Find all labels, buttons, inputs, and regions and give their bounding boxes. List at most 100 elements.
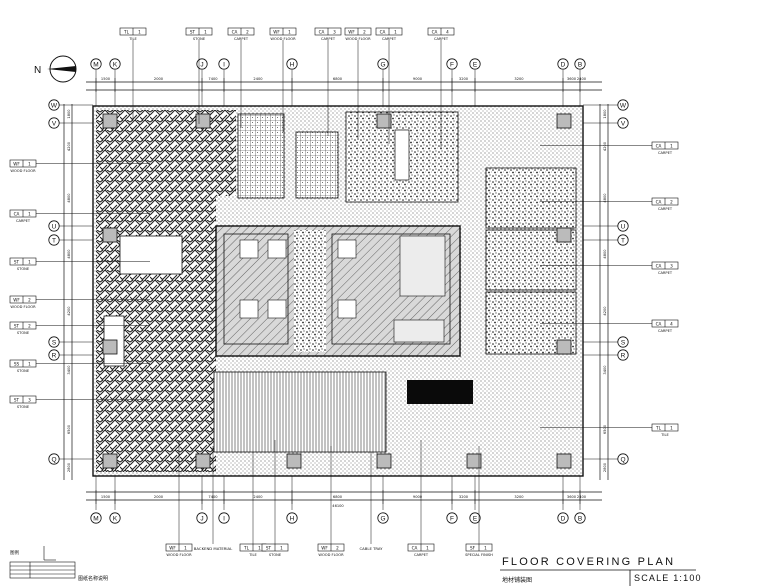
- svg-text:WF: WF: [273, 29, 280, 34]
- grid-bubble-bottom: G: [377, 512, 389, 524]
- svg-text:D: D: [561, 515, 566, 522]
- grid-bubble-left: Q: [48, 453, 60, 465]
- svg-text:STONE: STONE: [17, 267, 30, 271]
- grid-bubble-top: J: [196, 58, 208, 70]
- grid-bubble-bottom: I: [218, 512, 230, 524]
- svg-text:ST: ST: [14, 323, 20, 328]
- svg-text:TILE: TILE: [128, 37, 137, 41]
- dimension-left: 4800: [67, 249, 71, 259]
- drawing-title: FLOOR COVERING PLAN: [502, 556, 676, 568]
- svg-text:3: 3: [28, 397, 31, 402]
- dimension-bottom: 2000: [154, 495, 164, 499]
- svg-text:图例: 图例: [10, 549, 19, 556]
- grid-bubble-right: W: [617, 99, 629, 111]
- grid-bubble-top: K: [109, 58, 121, 70]
- dimension-bottom: 1500: [101, 495, 111, 499]
- dimension-right: 2800: [603, 462, 607, 472]
- svg-text:CA: CA: [656, 321, 662, 326]
- svg-text:R: R: [621, 352, 626, 359]
- svg-text:K: K: [113, 61, 118, 68]
- svg-text:Q: Q: [620, 456, 625, 463]
- dimension-top: 2400: [253, 77, 263, 81]
- dimension-top: 9000: [413, 77, 423, 81]
- svg-text:CA: CA: [656, 263, 662, 268]
- svg-text:1: 1: [28, 211, 31, 216]
- svg-text:ST: ST: [14, 259, 20, 264]
- grid-bubble-left: S: [48, 336, 60, 348]
- svg-text:B: B: [578, 515, 582, 522]
- grid-bubble-right: V: [617, 117, 629, 129]
- svg-text:1: 1: [258, 545, 261, 550]
- svg-text:CARPET: CARPET: [658, 207, 673, 211]
- north-label: N: [34, 65, 41, 76]
- svg-text:CARPET: CARPET: [414, 553, 429, 557]
- grid-bubble-bottom: D: [557, 512, 569, 524]
- svg-text:ST: ST: [190, 29, 196, 34]
- svg-text:WOOD FLOOR: WOOD FLOOR: [318, 553, 344, 557]
- dimension-left: 4200: [67, 306, 71, 316]
- drawing-title-cn: 地材铺装图: [502, 577, 533, 584]
- grid-bubble-right: T: [617, 234, 629, 246]
- svg-text:SS: SS: [14, 361, 20, 366]
- svg-text:3: 3: [333, 29, 336, 34]
- svg-text:R: R: [52, 352, 57, 359]
- dimension-top: 1500: [101, 77, 111, 81]
- svg-text:WF: WF: [169, 545, 176, 550]
- grid-bubble-top: E: [469, 58, 481, 70]
- grid-bubble-top: D: [557, 58, 569, 70]
- grid-bubble-bottom: F: [446, 512, 458, 524]
- svg-text:TL: TL: [655, 425, 662, 430]
- svg-text:STONE: STONE: [17, 405, 30, 409]
- svg-text:CARPET: CARPET: [16, 219, 31, 223]
- svg-text:J: J: [200, 61, 203, 68]
- svg-text:F: F: [450, 515, 454, 522]
- grid-bubble-right: R: [617, 349, 629, 361]
- svg-text:M: M: [93, 515, 98, 522]
- svg-text:CA: CA: [432, 29, 438, 34]
- svg-text:4: 4: [446, 29, 449, 34]
- svg-text:STONE: STONE: [17, 331, 30, 335]
- svg-text:WF: WF: [321, 545, 328, 550]
- svg-text:1: 1: [28, 361, 31, 366]
- svg-text:I: I: [223, 61, 225, 68]
- svg-text:D: D: [561, 61, 566, 68]
- dimension-bottom: 6800: [333, 495, 343, 499]
- svg-text:WOOD FLOOR: WOOD FLOOR: [10, 169, 36, 173]
- svg-text:CARPET: CARPET: [234, 37, 249, 41]
- svg-text:TILE: TILE: [248, 553, 257, 557]
- svg-text:1: 1: [670, 143, 673, 148]
- svg-text:STONE: STONE: [269, 553, 282, 557]
- svg-text:2: 2: [363, 29, 366, 34]
- title-block: [500, 569, 696, 586]
- dimension-top: 3200: [514, 77, 524, 81]
- dimension-right: 1800: [603, 109, 607, 119]
- grid-bubble-top: F: [446, 58, 458, 70]
- svg-text:E: E: [473, 515, 478, 522]
- grid-bubble-top: I: [218, 58, 230, 70]
- svg-text:TL: TL: [243, 545, 250, 550]
- svg-text:CARPET: CARPET: [382, 37, 397, 41]
- svg-text:K: K: [113, 515, 118, 522]
- svg-text:1: 1: [670, 425, 673, 430]
- grid-bubble-top: H: [286, 58, 298, 70]
- svg-text:1: 1: [288, 29, 291, 34]
- dimension-top: 7400: [208, 77, 218, 81]
- dimension-left: 2800: [67, 462, 71, 472]
- svg-text:T: T: [621, 237, 625, 244]
- dimension-top: 2000: [154, 77, 164, 81]
- grid-bubble-left: V: [48, 117, 60, 129]
